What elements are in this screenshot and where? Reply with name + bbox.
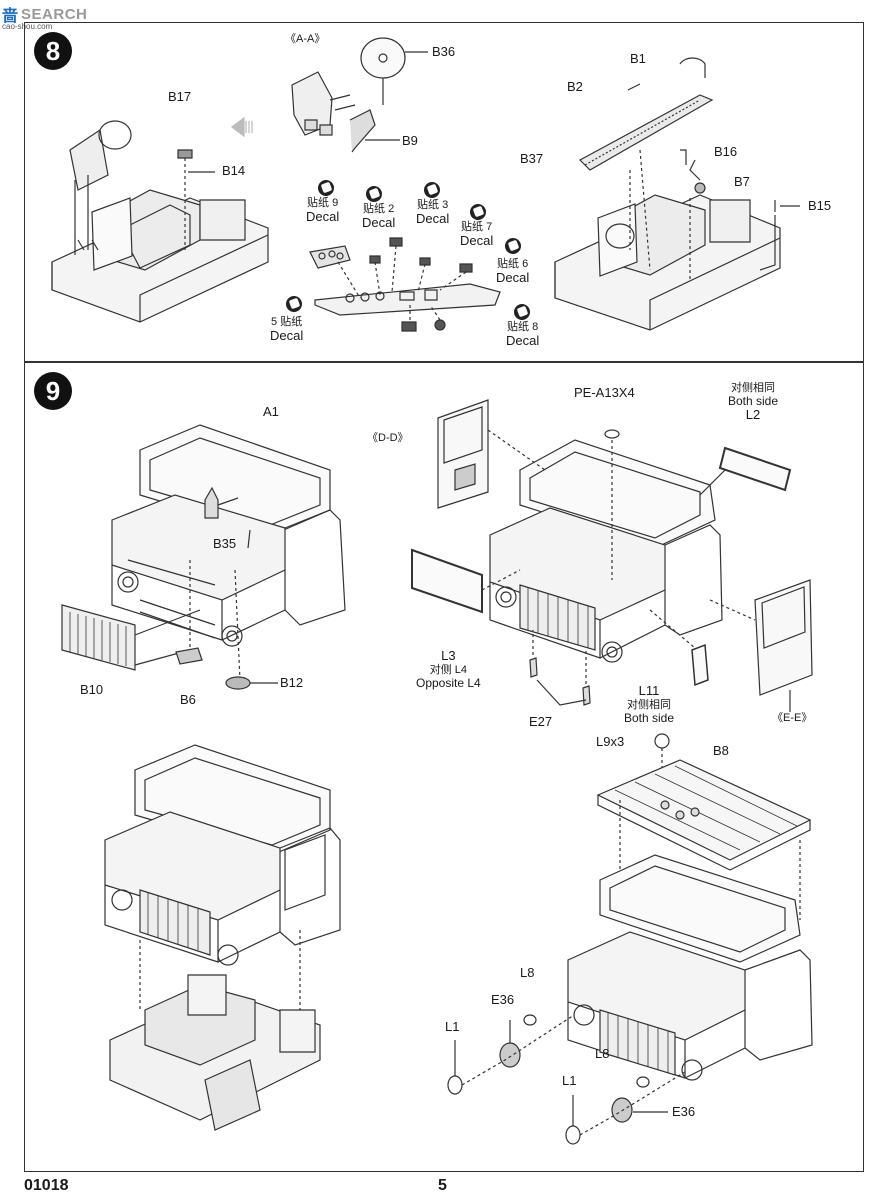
decal-9-icon (318, 180, 334, 196)
footer-kit-code: 01018 (24, 1177, 69, 1194)
l2-zh: 对侧相同 (731, 382, 776, 394)
watermark-brand-en: SEARCH (21, 5, 88, 23)
decal-3-en: Decal (416, 210, 450, 226)
part-l8-lower: L8 (595, 1046, 610, 1061)
l2-en: Both side (728, 393, 779, 408)
step9-cab-roof-drawing (448, 734, 812, 1144)
watermark-logo: 啬 SEARCH cao-shou.com (2, 4, 88, 32)
l11-part: L11 (638, 683, 660, 698)
step9-frame (24, 362, 864, 1172)
decal-2-zh: 贴纸 2 (363, 203, 395, 215)
decal-3-zh: 贴纸 3 (417, 199, 449, 211)
step9-cab-a1-drawing (62, 425, 345, 689)
part-b7: B7 (734, 174, 750, 189)
decal-8-label: 贴纸 8 Decal (506, 321, 539, 349)
part-l1-lower: L1 (562, 1073, 577, 1088)
decal-2-en: Decal (362, 214, 396, 230)
part-b8: B8 (713, 743, 729, 758)
decal-6-icon (505, 238, 521, 254)
part-a1: A1 (263, 404, 279, 419)
part-e27: E27 (529, 714, 553, 729)
l11-zh: 对侧相同 (627, 698, 672, 711)
l2-part: L2 (745, 407, 761, 423)
part-b10: B10 (80, 682, 104, 697)
l11-label: L11 对侧相同 Both side (624, 683, 675, 725)
decal-3-label: 贴纸 3 Decal (416, 199, 449, 227)
part-b35: B35 (213, 536, 237, 551)
step9-number-badge: 9 (34, 372, 72, 410)
footer-page-number: 5 (438, 1177, 447, 1194)
l3-part: L3 (441, 648, 456, 663)
part-e36-lower: E36 (672, 1104, 696, 1119)
step8-right-floor-drawing (555, 58, 800, 330)
part-b12: B12 (280, 675, 304, 690)
decal-8-en: Decal (506, 332, 540, 348)
watermark-sub: cao-shou.com (2, 22, 53, 31)
decal-5-zh: 5 贴纸 (271, 316, 303, 328)
part-b1: B1 (630, 51, 646, 66)
decal-6-label: 贴纸 6 Decal (496, 258, 529, 286)
l2-label: 对侧相同 Both side L2 (728, 382, 778, 423)
decal-3-icon (424, 182, 440, 198)
section-ee-label: 《E-E》 (772, 712, 813, 724)
decal-7-en: Decal (460, 232, 494, 248)
part-b14: B14 (222, 163, 246, 178)
l11-en: Both side (624, 710, 675, 725)
part-l1-upper: L1 (445, 1019, 460, 1034)
part-b36: B36 (432, 44, 456, 59)
pe-a13-label: PE-A13X4 (574, 385, 635, 400)
part-b16: B16 (714, 144, 738, 159)
step8-left-floor-drawing (52, 118, 268, 322)
step9-cab-floor-drawing (105, 745, 340, 1130)
decal-5-icon (286, 296, 302, 312)
decal-6-zh: 贴纸 6 (497, 258, 529, 270)
decal-9-en: Decal (306, 208, 340, 224)
step8-pedal-detail-drawing (292, 38, 428, 152)
step8-dashboard-drawing (310, 238, 500, 331)
part-b37: B37 (520, 151, 544, 166)
decal-9-label: 贴纸 9 Decal (306, 197, 339, 225)
part-b17: B17 (168, 89, 192, 104)
step8-number-badge: 8 (34, 32, 72, 70)
step9-cab-doors-drawing (412, 400, 812, 712)
part-b15: B15 (808, 198, 832, 213)
decal-7-label: 贴纸 7 Decal (460, 221, 493, 249)
decal-8-icon (514, 304, 530, 320)
section-dd-label: 《D-D》 (367, 432, 409, 444)
decal-7-zh: 贴纸 7 (461, 221, 493, 233)
part-l8-upper: L8 (520, 965, 535, 980)
decal-8-zh: 贴纸 8 (507, 321, 539, 333)
decal-9-zh: 贴纸 9 (307, 197, 339, 209)
decal-7-icon (470, 204, 486, 220)
watermark-brand-zh: 啬 (2, 8, 20, 25)
part-l9x3: L9x3 (596, 734, 625, 749)
step8-frame (24, 22, 864, 362)
part-b2: B2 (567, 79, 583, 94)
decal-2-icon (366, 186, 382, 202)
decal-6-en: Decal (496, 269, 530, 285)
decal-2-label: 贴纸 2 Decal (362, 203, 395, 231)
l3-zh: 对侧 L4 (429, 663, 467, 676)
part-b6: B6 (180, 692, 196, 707)
decal-5-label: 5 贴纸 Decal (270, 316, 303, 344)
l3-en: Opposite L4 (416, 675, 481, 690)
part-b9: B9 (402, 133, 418, 148)
step8-section-aa: 《A-A》 (285, 33, 326, 45)
l3-label: L3 对侧 L4 Opposite L4 (416, 648, 481, 690)
part-e36-upper: E36 (491, 992, 515, 1007)
decal-5-en: Decal (270, 327, 304, 343)
